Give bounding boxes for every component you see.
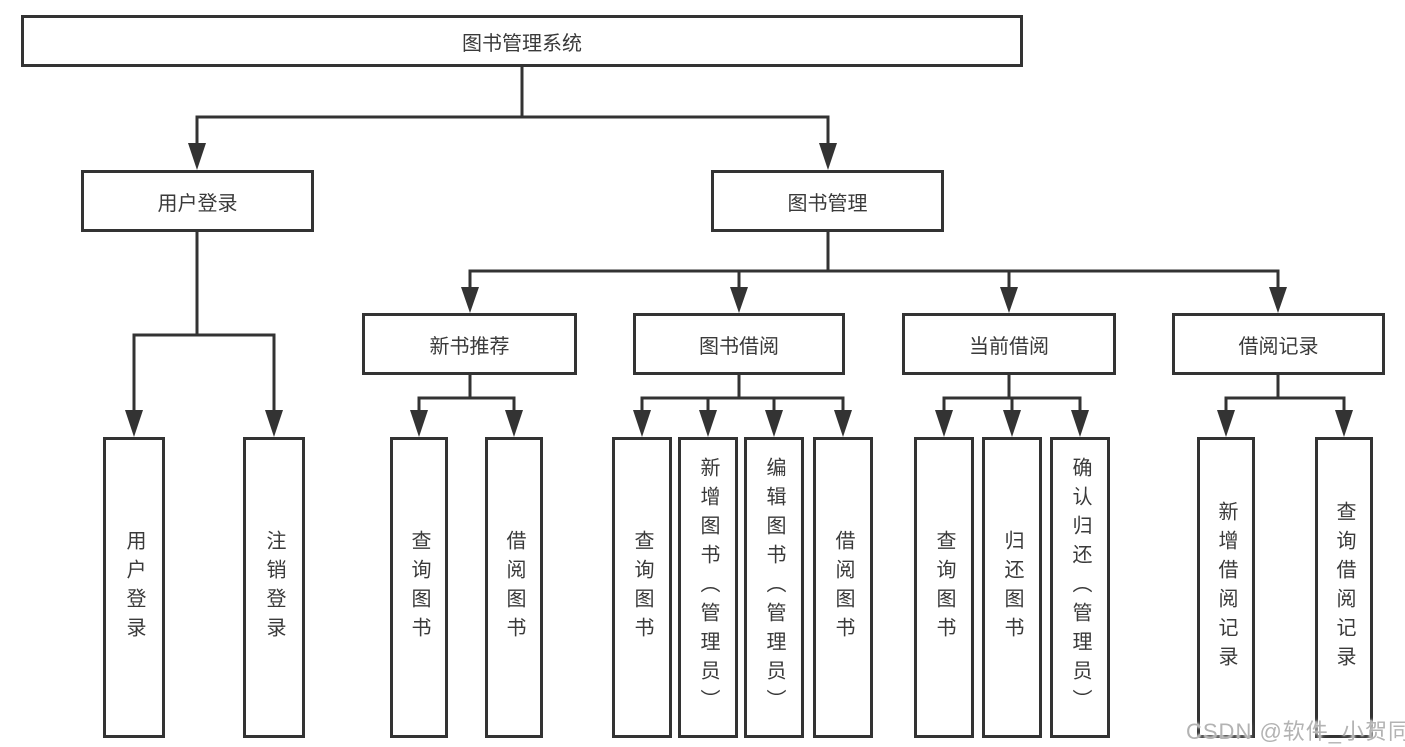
leaf-logout: 注销登录 xyxy=(243,437,305,738)
csdn-watermark: CSDN @软件_小贺同学 xyxy=(1186,719,1405,744)
leaf-confirm-return-admin: 确认归还（管理员） xyxy=(1050,437,1110,738)
leaf-return-books: 归还图书 xyxy=(982,437,1042,738)
leaf-borrow-books: 借阅图书 xyxy=(485,437,543,738)
leaf-add-borrow-record: 新增借阅记录 xyxy=(1197,437,1255,738)
node-borrowing-records: 借阅记录 xyxy=(1172,313,1385,375)
node-book-borrowing: 图书借阅 xyxy=(633,313,845,375)
leaf-query-books-3: 查询图书 xyxy=(914,437,974,738)
leaf-query-borrow-record: 查询借阅记录 xyxy=(1315,437,1373,738)
leaf-user-login: 用户登录 xyxy=(103,437,165,738)
leaf-add-book-admin: 新增图书（管理员） xyxy=(678,437,738,738)
leaf-query-books: 查询图书 xyxy=(390,437,448,738)
node-new-book-recommendation: 新书推荐 xyxy=(362,313,577,375)
leaf-query-books-2: 查询图书 xyxy=(612,437,672,738)
node-user-login: 用户登录 xyxy=(81,170,314,232)
node-book-management-system: 图书管理系统 xyxy=(21,15,1023,67)
node-book-management: 图书管理 xyxy=(711,170,944,232)
node-current-borrowing: 当前借阅 xyxy=(902,313,1116,375)
leaf-edit-book-admin: 编辑图书（管理员） xyxy=(744,437,804,738)
leaf-borrow-books-2: 借阅图书 xyxy=(813,437,873,738)
